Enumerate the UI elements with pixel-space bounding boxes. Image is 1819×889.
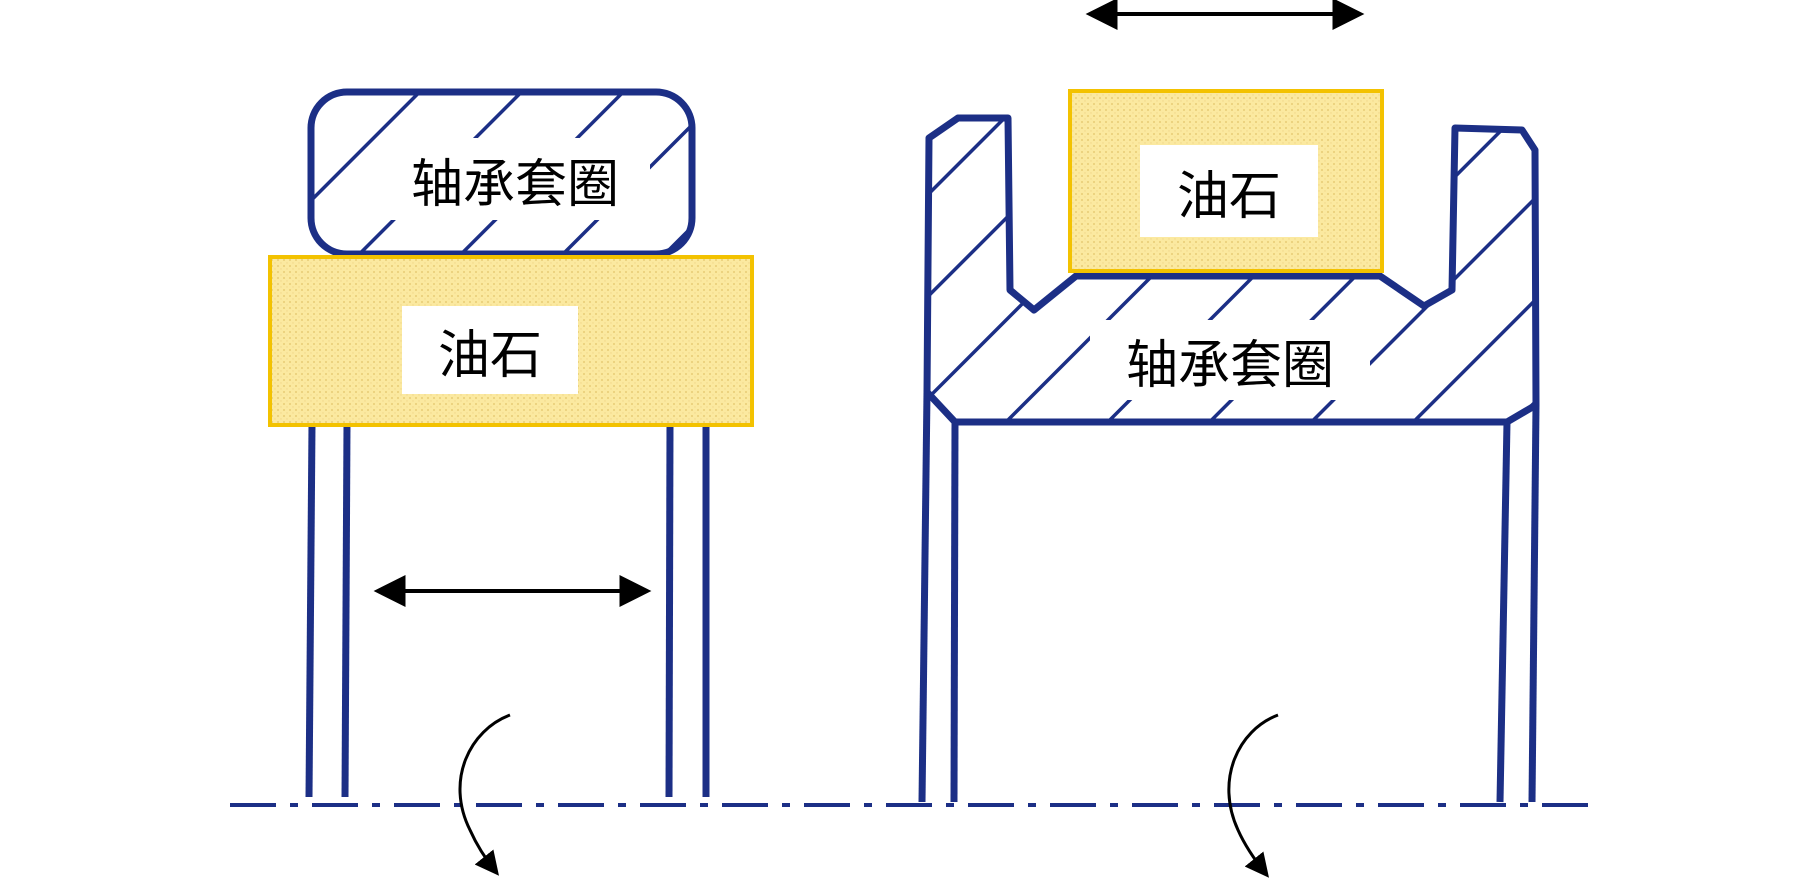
left-oil-stone-label: 油石 bbox=[402, 306, 578, 394]
right-sleeve-lines bbox=[918, 391, 1540, 803]
left-bearing-ring-label: 轴承套圈 bbox=[380, 138, 650, 220]
left-sleeve-lines bbox=[305, 423, 710, 798]
right-oil-stone-label: 油石 bbox=[1140, 145, 1318, 237]
right-bearing-ring-label: 轴承套圈 bbox=[1090, 320, 1370, 400]
right-bearing-ring bbox=[923, 114, 1540, 426]
left-rotation-arrow bbox=[458, 713, 511, 876]
right-rotation-arrow bbox=[1227, 713, 1279, 878]
